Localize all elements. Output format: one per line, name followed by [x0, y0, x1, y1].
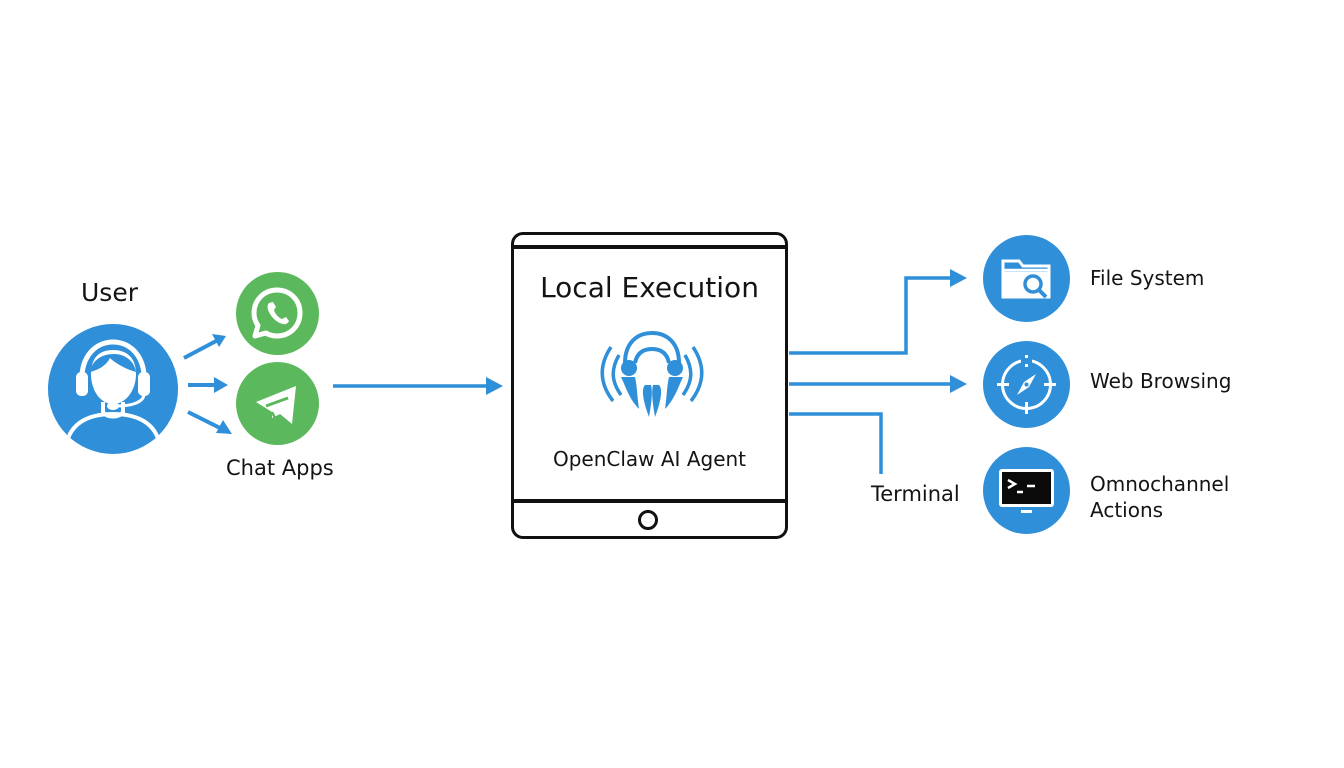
omnichannel-label-line1: Omnochannel	[1090, 472, 1230, 496]
device-title: Local Execution	[540, 271, 759, 304]
device-top-bar	[514, 245, 785, 249]
telegram-app[interactable]	[236, 362, 319, 445]
arrowhead	[486, 377, 503, 395]
folder-search-icon	[1001, 259, 1051, 299]
arrowhead	[212, 334, 226, 347]
arrow-device-to-file-system	[789, 276, 952, 355]
omnichannel-actions-label: Omnochannel Actions	[1090, 471, 1229, 523]
device-frame: Local Execution OpenClaw AI Agent	[511, 232, 788, 539]
chat-apps-label: Chat Apps	[226, 456, 334, 480]
omnichannel-actions-node[interactable]	[983, 447, 1070, 534]
terminal-label: Terminal	[871, 482, 960, 506]
arrowhead	[950, 269, 967, 287]
web-browsing-node[interactable]	[983, 341, 1070, 428]
user-to-chat-arrows	[183, 334, 232, 434]
whatsapp-icon	[251, 287, 303, 339]
arrowhead	[950, 375, 967, 393]
whatsapp-app[interactable]	[236, 272, 319, 355]
openclaw-claw-icon	[600, 330, 704, 417]
file-system-node[interactable]	[983, 235, 1070, 322]
arrow-user-to-chat-lower	[187, 410, 221, 430]
arrow-user-to-whatsapp	[183, 338, 219, 360]
compass-icon	[997, 355, 1056, 414]
file-system-label: File System	[1090, 266, 1205, 290]
device-bottom-bar	[514, 499, 785, 503]
arrowhead	[214, 377, 228, 393]
omnichannel-label-line2: Actions	[1090, 498, 1164, 522]
web-browsing-label: Web Browsing	[1090, 369, 1232, 393]
terminal-icon	[999, 469, 1054, 513]
user-label: User	[81, 278, 138, 307]
headset-user-icon	[64, 339, 162, 447]
line-device-to-terminal	[789, 412, 883, 474]
arrowhead	[216, 420, 232, 434]
paper-plane-icon	[256, 386, 296, 424]
user-avatar	[48, 324, 178, 454]
home-button-icon[interactable]	[638, 510, 658, 530]
agent-name: OpenClaw AI Agent	[552, 447, 747, 471]
